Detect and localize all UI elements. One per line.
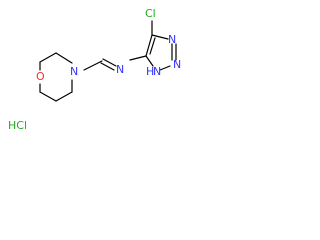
bond-n-imine-ch-double-inner (100, 62, 115, 71)
bond-n1-c5 (145, 55, 154, 67)
bond-morph-n-c1 (55, 52, 73, 64)
bond-c5-c4-double (145, 34, 153, 57)
atom-n-imine: N (116, 63, 124, 76)
atom-n3: N (168, 33, 176, 46)
atom-n1: N (153, 65, 161, 78)
bond-c5-c4-double-inner (149, 37, 156, 55)
bond-n2-n1 (159, 65, 171, 71)
bond-layer (39, 20, 177, 102)
bond-c4-n3 (151, 34, 169, 40)
bond-n-imine-ch-double (102, 58, 117, 67)
atom-o-morpholine: O (36, 70, 45, 83)
bond-ch-n-morpholine (83, 60, 103, 71)
atom-n-morpholine: N (70, 65, 78, 78)
atom-n2: N (173, 58, 181, 71)
salt-label: HCl (8, 119, 27, 132)
bond-morph-c4-n (55, 91, 73, 102)
atom-cl: Cl (145, 7, 156, 20)
bond-morph-c3-c4 (39, 91, 57, 102)
bond-c5-n-imine (129, 55, 147, 61)
atom-label-layer: Cl N N N H N N O (36, 7, 181, 83)
chemical-structure-diagram: Cl N N N H N N O HCl (8, 7, 181, 132)
bond-morph-c1-c2 (39, 52, 57, 63)
atom-h1: H (146, 65, 154, 78)
